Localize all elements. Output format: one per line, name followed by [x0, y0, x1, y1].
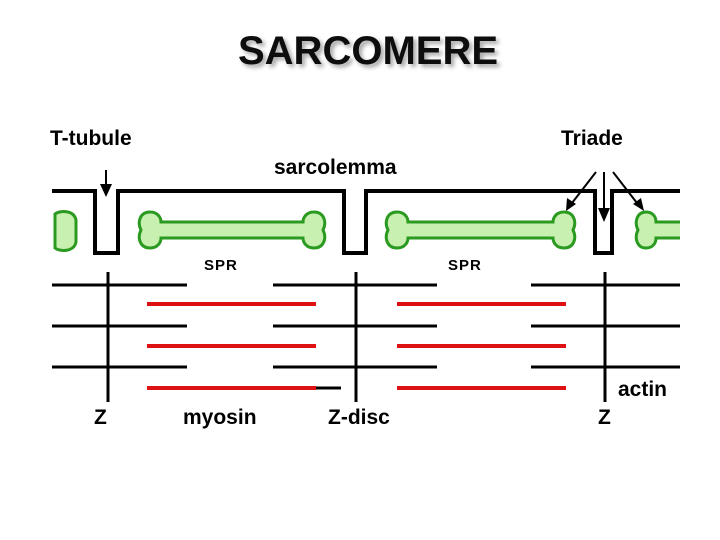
sr-segment-left	[137, 210, 327, 250]
label-spr-right: SPR	[448, 257, 482, 274]
triade-arrow-right-head	[633, 198, 644, 211]
label-z-left: Z	[94, 406, 107, 429]
sarcoplasmic-reticulum	[53, 210, 680, 252]
label-triade: Triade	[561, 127, 623, 150]
label-spr-left: SPR	[204, 257, 238, 274]
z-lines	[106, 272, 607, 402]
diagram-title: SARCOMERE	[238, 29, 498, 73]
label-z-right: Z	[598, 406, 611, 429]
actin-filaments	[52, 283, 680, 390]
myosin-filaments	[147, 302, 566, 390]
label-z-disc: Z-disc	[328, 406, 390, 429]
triade-arrow-left-shaft	[571, 171, 597, 204]
sr-right-partial	[634, 210, 680, 250]
label-actin: actin	[618, 378, 667, 401]
triade-arrow-left-head	[566, 198, 576, 211]
triade-arrow-right-shaft	[612, 171, 638, 204]
t-tubule-arrow-head	[100, 184, 112, 197]
triade-arrow-center-head	[598, 208, 610, 222]
sr-left-partial	[53, 210, 78, 252]
sr-segment-right	[384, 210, 577, 250]
label-myosin: myosin	[183, 406, 257, 429]
arrows	[100, 170, 644, 222]
sarcolemma-membrane	[52, 189, 680, 255]
label-sarcolemma: sarcolemma	[274, 156, 397, 179]
label-t-tubule: T-tubule	[50, 127, 132, 150]
